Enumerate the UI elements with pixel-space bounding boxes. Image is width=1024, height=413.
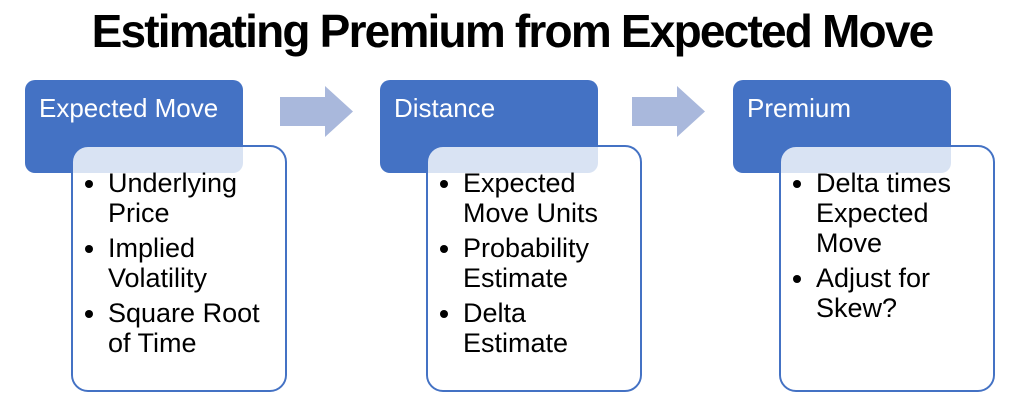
group-distance: Distance Expected Move Units Probability… — [380, 80, 720, 400]
group-premium: Premium Delta times Expected Move Adjust… — [733, 80, 1024, 400]
bullet-card-expected-move: Underlying Price Implied Volatility Squa… — [71, 145, 287, 392]
bullet-item: Expected Move Units — [463, 168, 636, 228]
header-label: Expected Move — [39, 93, 219, 123]
header-label: Distance — [394, 93, 496, 123]
bullet-item: Square Root of Time — [108, 298, 281, 358]
bullet-card-premium: Delta times Expected Move Adjust for Ske… — [779, 145, 995, 392]
bullet-item: Adjust for Skew? — [816, 263, 989, 323]
right-arrow-icon — [632, 86, 705, 137]
bullet-list: Underlying Price Implied Volatility Squa… — [73, 147, 285, 358]
bullet-item: Delta Estimate — [463, 298, 636, 358]
header-label: Premium — [747, 93, 852, 123]
slide-title: Estimating Premium from Expected Move — [91, 5, 935, 57]
right-arrow-icon — [280, 86, 353, 137]
bullet-list: Delta times Expected Move Adjust for Ske… — [781, 147, 993, 323]
bullet-card-distance: Expected Move Units Probability Estimate… — [426, 145, 642, 392]
bullet-item: Implied Volatility — [108, 233, 281, 293]
bullet-item: Underlying Price — [108, 168, 281, 228]
bullet-item: Delta times Expected Move — [816, 168, 989, 258]
bullet-item: Probability Estimate — [463, 233, 636, 293]
group-expected-move: Expected Move Underlying Price Implied V… — [25, 80, 365, 400]
bullet-list: Expected Move Units Probability Estimate… — [428, 147, 640, 358]
